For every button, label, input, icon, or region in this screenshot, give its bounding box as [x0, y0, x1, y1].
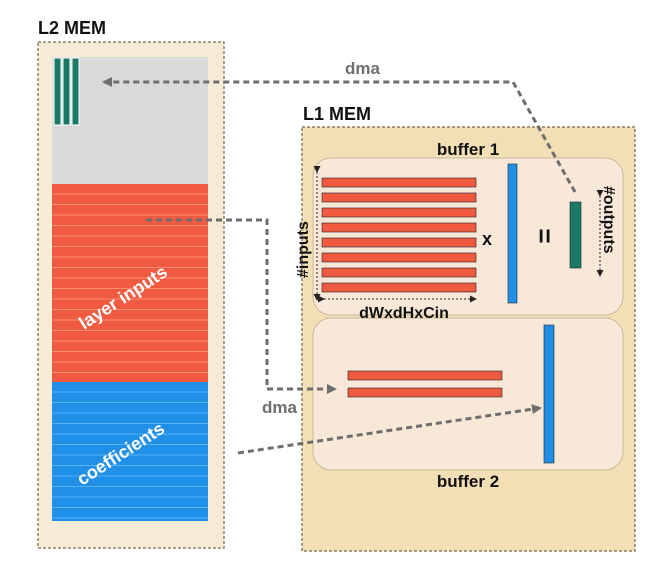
dma-coefficients-arrow [237, 404, 542, 455]
l2-coefficients-region [52, 382, 208, 521]
dma-inputs-arrow [146, 218, 337, 394]
buffer2-label: buffer 2 [437, 472, 499, 491]
l2-layer-inputs-stripes [52, 193, 208, 373]
buffer1-input-row [321, 207, 477, 218]
l2-title: L2 MEM [38, 18, 106, 38]
buffer2-input-rows [347, 370, 503, 398]
buffer1-input-rows [321, 177, 477, 293]
outputs-dimension-label: #outputs [600, 186, 617, 254]
buffer1-coefficient-column [507, 163, 518, 304]
buffer1-input-row [321, 267, 477, 278]
dma-output-arrow [102, 77, 577, 193]
kernel-dimension-label: dWxdHxCin [359, 305, 449, 322]
dma-bottom-label: dma [262, 398, 298, 417]
l1-title: L1 MEM [303, 104, 371, 124]
buffer1-input-row [321, 252, 477, 263]
buffer1-input-row [321, 282, 477, 293]
inputs-dimension-label: #inputs [295, 221, 312, 278]
l2-output-stack [53, 57, 80, 126]
l2-coefficients-stripes [52, 391, 208, 519]
buffer1-input-row [321, 237, 477, 248]
buffer1-input-row [321, 222, 477, 233]
equals-symbol: = [530, 228, 560, 243]
buffer1-output-column [569, 201, 582, 269]
multiply-symbol: x [482, 229, 492, 249]
l2-layer-inputs-region [52, 184, 208, 382]
buffer2-coefficient-column [543, 324, 555, 464]
buffer1-label: buffer 1 [437, 140, 499, 159]
buffer1-input-row [321, 177, 477, 188]
dma-top-label: dma [345, 59, 381, 78]
buffer1-input-row [321, 192, 477, 203]
